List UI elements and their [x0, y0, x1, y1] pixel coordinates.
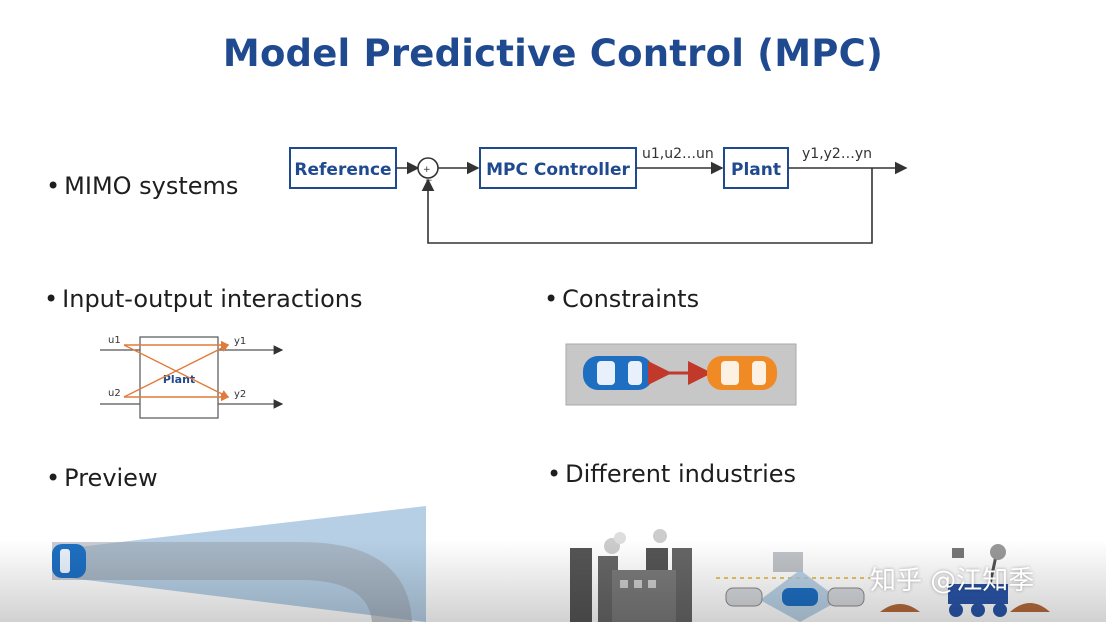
bullet-preview-label: Preview: [64, 464, 158, 492]
u-signals-label: u1,u2…un: [642, 146, 714, 162]
io-plant-box: [139, 336, 219, 419]
reference-label: Reference: [294, 160, 391, 180]
sum-plus: +: [423, 165, 431, 175]
bullet-industries-label: Different industries: [565, 460, 797, 488]
bullet-constraints-label: Constraints: [562, 285, 700, 313]
io-y1-label: y1: [234, 336, 246, 347]
plant-block: [723, 147, 789, 189]
bullet-dot: •: [46, 172, 61, 200]
bullet-io: •Input-output interactions: [44, 285, 363, 313]
reference-block: [289, 147, 397, 189]
bullet-dot: •: [547, 460, 562, 488]
autonomous-cars-icon: [716, 552, 870, 622]
bullet-dot: •: [44, 285, 59, 313]
io-u2-label: u2: [108, 388, 121, 399]
bullet-mimo-label: MIMO systems: [64, 172, 239, 200]
bullet-mimo: •MIMO systems: [46, 172, 238, 200]
mpc-controller-block: [479, 147, 637, 189]
plant-label: Plant: [731, 160, 781, 180]
curved-road: [52, 542, 412, 622]
y-signals-label: y1,y2…yn: [802, 146, 872, 162]
io-arrow-u2-y1: [123, 344, 230, 398]
bullet-dot: •: [544, 285, 559, 313]
car-blue-icon: [583, 356, 653, 390]
mpc-controller-label: MPC Controller: [486, 160, 630, 180]
rover-icon: [880, 544, 1050, 617]
feedback-path: [421, 168, 873, 244]
page-title: Model Predictive Control (MPC): [222, 32, 884, 75]
bullet-industries: •Different industries: [547, 460, 796, 488]
io-y2-label: y2: [234, 389, 246, 400]
factory-icon: [570, 529, 692, 622]
bullet-dot: •: [46, 464, 61, 492]
preview-car-icon: [52, 544, 86, 578]
watermark: 知乎 @江知季: [870, 566, 1035, 596]
bullet-io-label: Input-output interactions: [62, 285, 363, 313]
io-u1-label: u1: [108, 335, 121, 346]
car-orange-icon: [707, 356, 777, 390]
bullet-preview: •Preview: [46, 464, 158, 492]
bullet-constraints: •Constraints: [544, 285, 699, 313]
